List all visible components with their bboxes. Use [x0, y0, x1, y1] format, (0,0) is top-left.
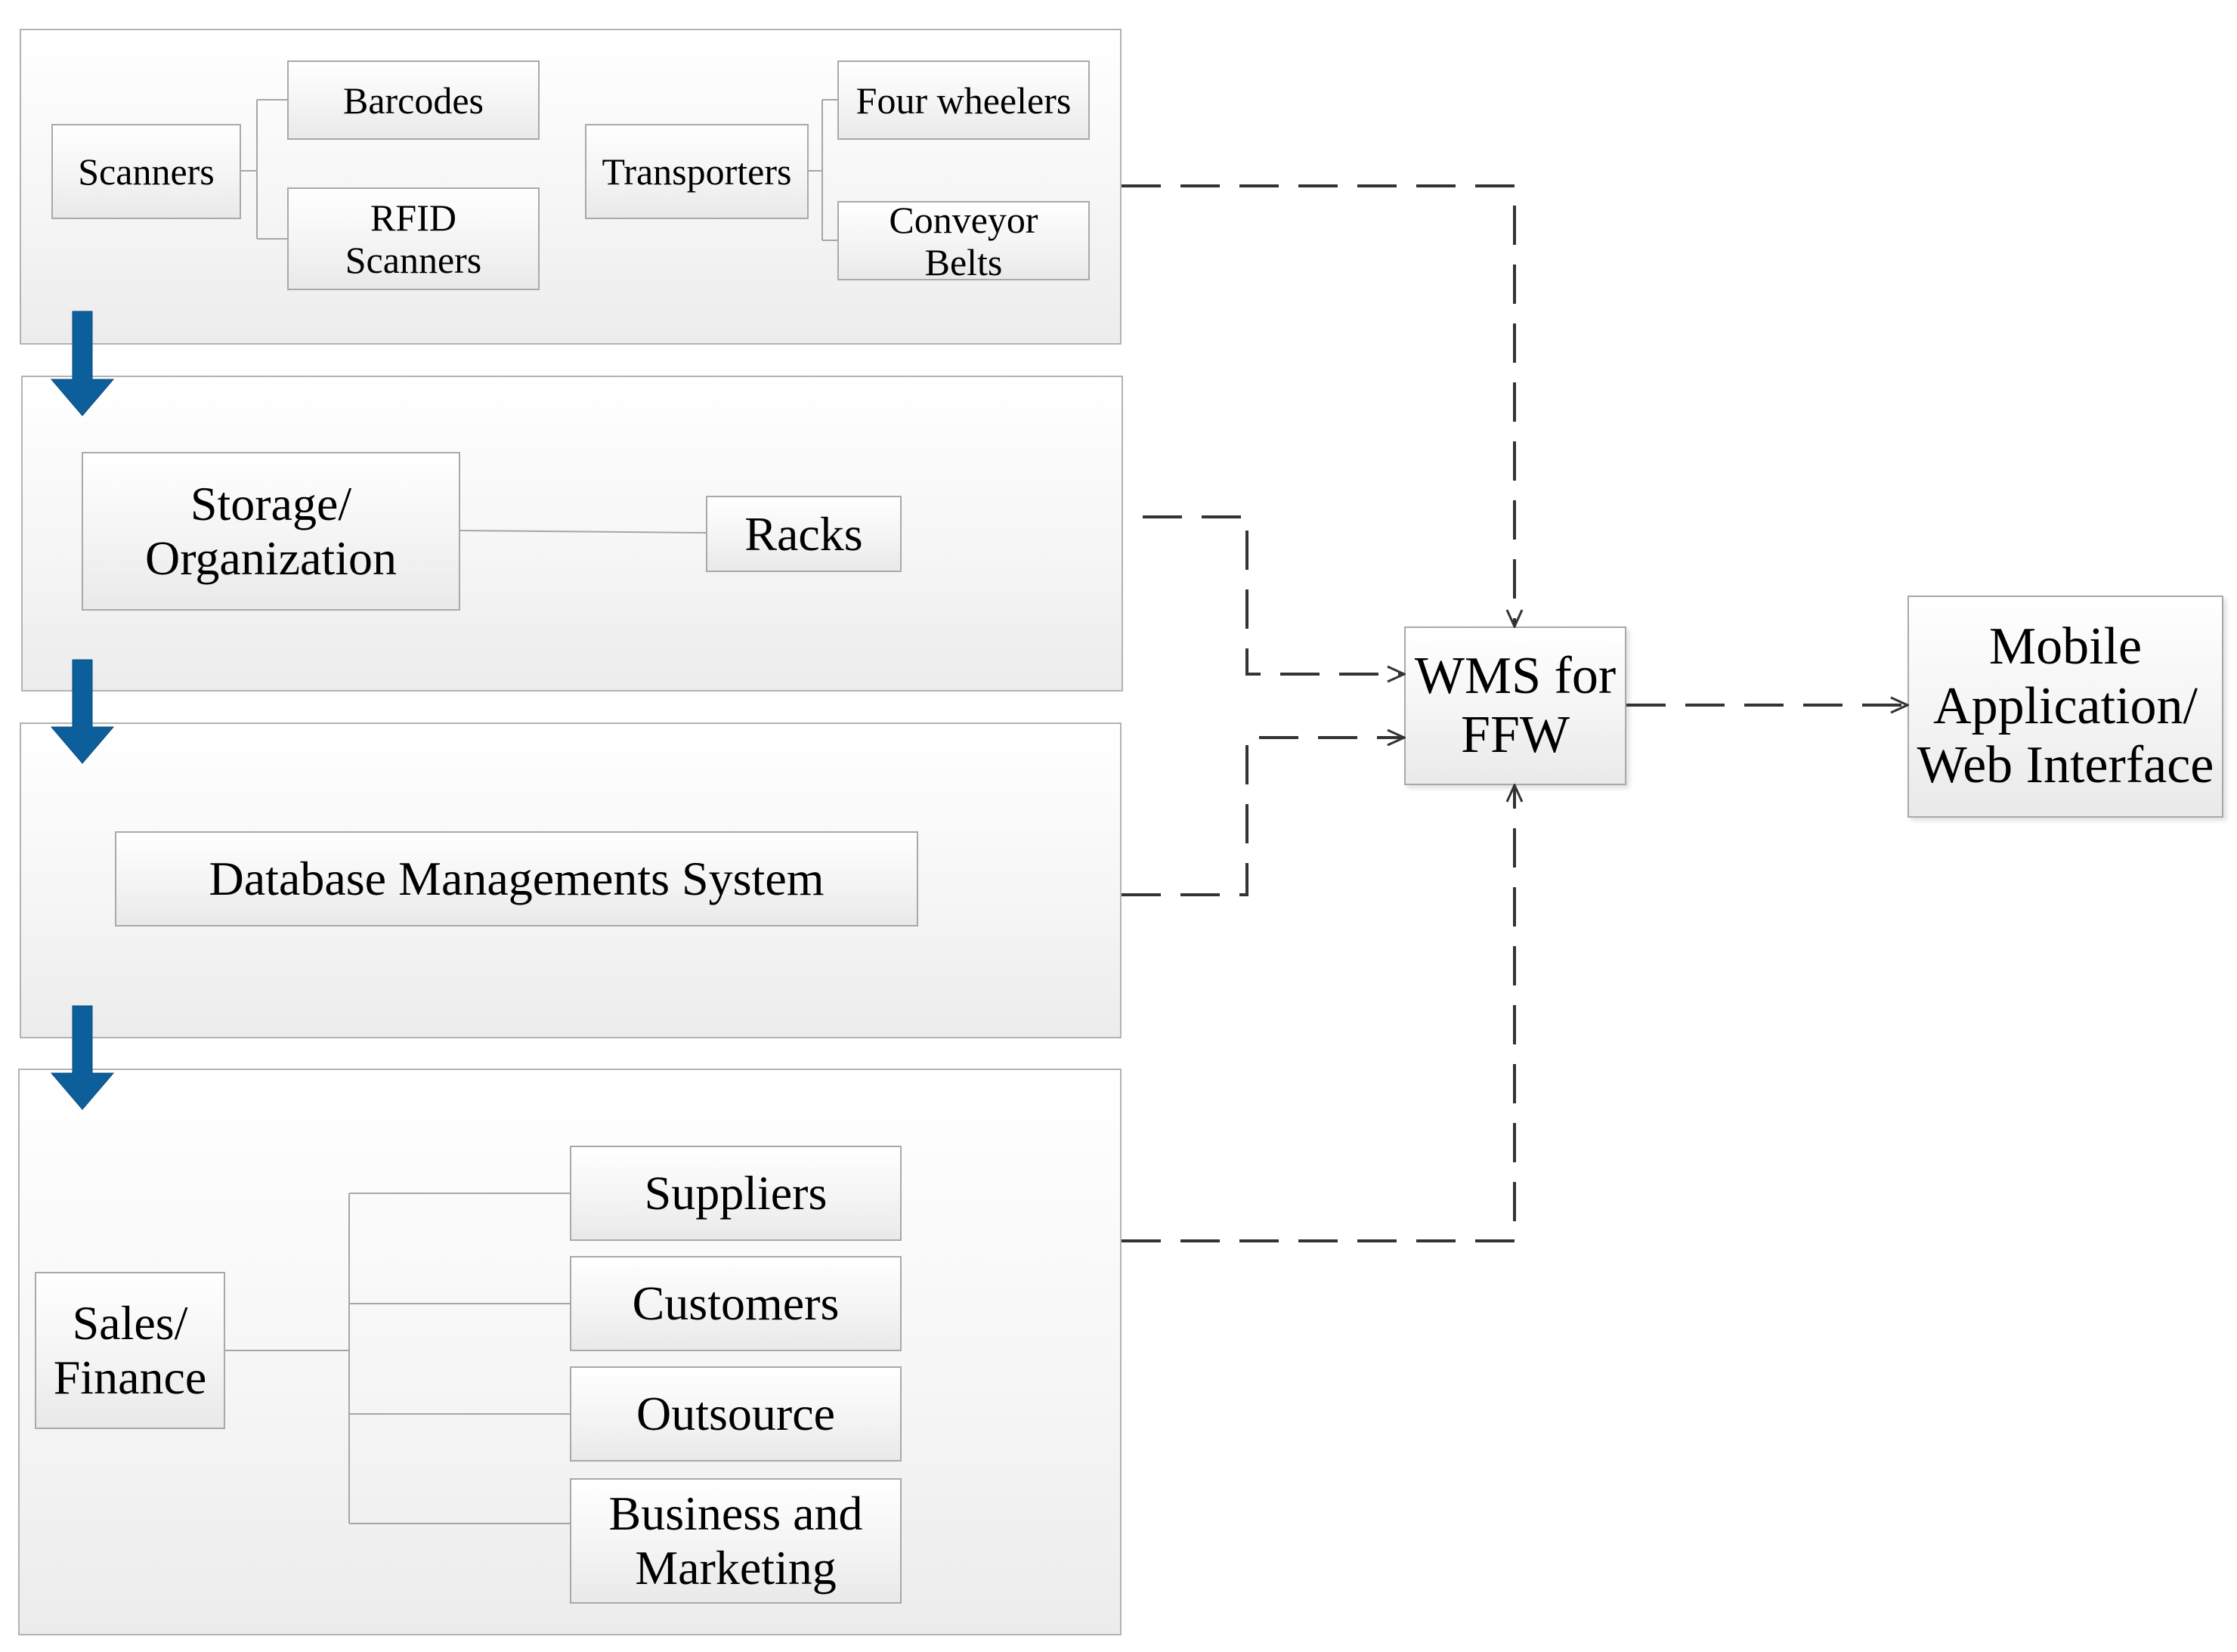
customers-box: Customers	[570, 1256, 902, 1351]
equipment-to-wms-connector	[1122, 184, 1515, 626]
conveyor-belts-box: Conveyor Belts	[837, 199, 1090, 283]
transporters-box: Transporters	[585, 124, 809, 219]
mobile-application-web-interface-box: Mobile Application/ Web Interface	[1907, 596, 2223, 818]
suppliers-box: Suppliers	[570, 1146, 902, 1241]
barcodes-box: Barcodes	[287, 60, 540, 140]
racks-box: Racks	[706, 496, 902, 572]
sales-to-wms-connector	[1122, 785, 1515, 1242]
scanners-box: Scanners	[51, 124, 241, 219]
database-to-wms-connector	[1122, 738, 1404, 896]
storage-organization-box: Storage/ Organization	[82, 452, 460, 611]
storage-to-wms-connector	[1143, 515, 1404, 674]
database-management-system-box: Database Managements System	[115, 831, 918, 927]
wms-for-ffw-box: WMS for FFW	[1404, 626, 1626, 785]
outsource-box: Outsource	[570, 1366, 902, 1462]
rfid-scanners-box: RFID Scanners	[287, 187, 540, 290]
four-wheelers-box: Four wheelers	[837, 60, 1090, 140]
sales-finance-box: Sales/ Finance	[35, 1272, 225, 1429]
business-and-marketing-box: Business and Marketing	[570, 1478, 902, 1604]
